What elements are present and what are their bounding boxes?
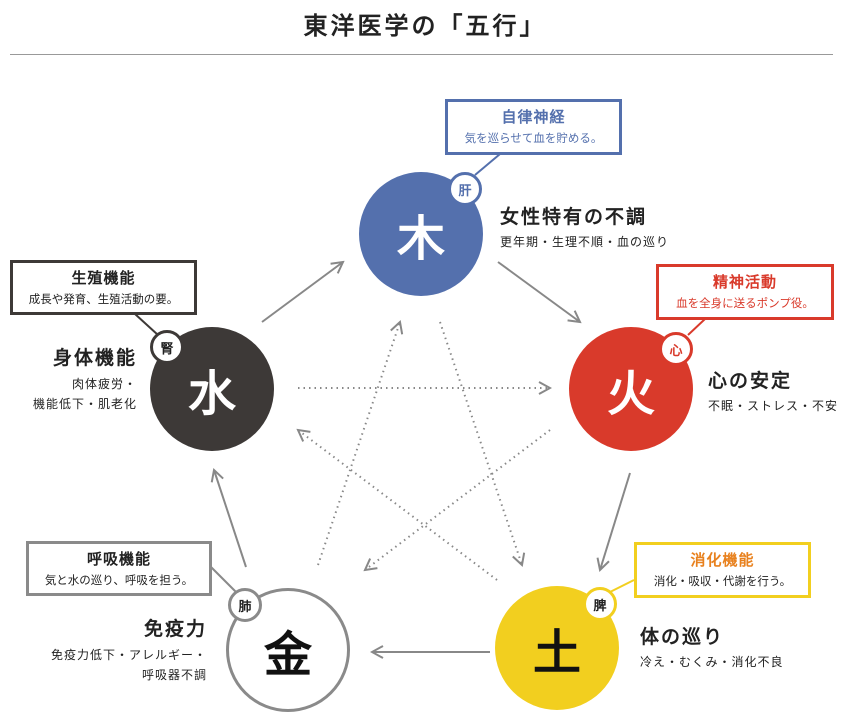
metal-desc-line1: 免疫力低下・アレルギー・	[50, 648, 207, 662]
arrow-water-to-wood	[261, 262, 343, 323]
connector-water	[134, 313, 159, 336]
water-desc-line2: 機能低下・肌老化	[32, 397, 137, 411]
box-text: 気と水の巡り、呼吸を担う。	[44, 573, 194, 587]
digestive-function-box: 消化機能 消化・吸収・代謝を行う。	[634, 542, 811, 598]
respiratory-function-box: 呼吸機能 気と水の巡り、呼吸を担う。	[26, 541, 212, 596]
dotted-arrow-wood-to-earth	[439, 321, 522, 565]
water-label: 身体機能	[52, 347, 137, 369]
earth-desc: 冷え・むくみ・消化不良	[640, 655, 784, 669]
metal-label: 免疫力	[143, 618, 207, 640]
dotted-arrow-earth-to-water	[298, 430, 498, 581]
box-title: 呼吸機能	[86, 550, 151, 568]
liver-badge: 肝	[448, 172, 482, 206]
connector-metal	[210, 566, 237, 593]
wood-desc: 更年期・生理不順・血の巡り	[500, 235, 670, 249]
connector-fire	[687, 318, 706, 336]
arrow-fire-to-earth	[600, 472, 631, 570]
arrow-wood-to-fire	[497, 261, 580, 322]
reproductive-function-box: 生殖機能 成長や発育、生殖活動の要。	[10, 260, 197, 315]
autonomic-nerve-box: 自律神経 気を巡らせて血を貯める。	[445, 99, 622, 155]
spleen-badge: 脾	[583, 587, 617, 621]
earth-label: 体の巡り	[640, 626, 725, 648]
connector-wood	[474, 153, 501, 176]
metal-desc-line2: 呼吸器不調	[141, 668, 207, 682]
fire-label: 心の安定	[708, 370, 793, 392]
dotted-arrow-metal-to-wood	[317, 322, 400, 566]
box-text: 気を巡らせて血を貯める。	[464, 131, 603, 145]
fire-desc: 不眠・ストレス・不安	[708, 399, 839, 413]
arrow-metal-to-water	[214, 470, 247, 568]
box-title: 精神活動	[712, 273, 777, 291]
kidney-badge: 腎	[150, 330, 184, 364]
connector-earth	[609, 579, 635, 593]
box-text: 消化・吸収・代謝を行う。	[653, 574, 792, 588]
box-title: 生殖機能	[71, 269, 136, 287]
water-desc-line1: 肉体疲労・	[71, 377, 137, 391]
wood-label: 女性特有の不調	[500, 206, 648, 228]
mental-activity-box: 精神活動 血を全身に送るポンプ役。	[656, 264, 834, 320]
page-title: 東洋医学の「五行」	[303, 11, 547, 40]
box-title: 消化機能	[690, 551, 755, 569]
title-divider	[10, 54, 833, 55]
box-title: 自律神経	[501, 108, 566, 126]
box-text: 血を全身に送るポンプ役。	[676, 296, 814, 310]
dotted-arrow-fire-to-metal	[365, 429, 551, 570]
lung-badge: 肺	[228, 588, 262, 622]
box-text: 成長や発育、生殖活動の要。	[28, 292, 179, 306]
heart-badge: 心	[659, 332, 693, 366]
